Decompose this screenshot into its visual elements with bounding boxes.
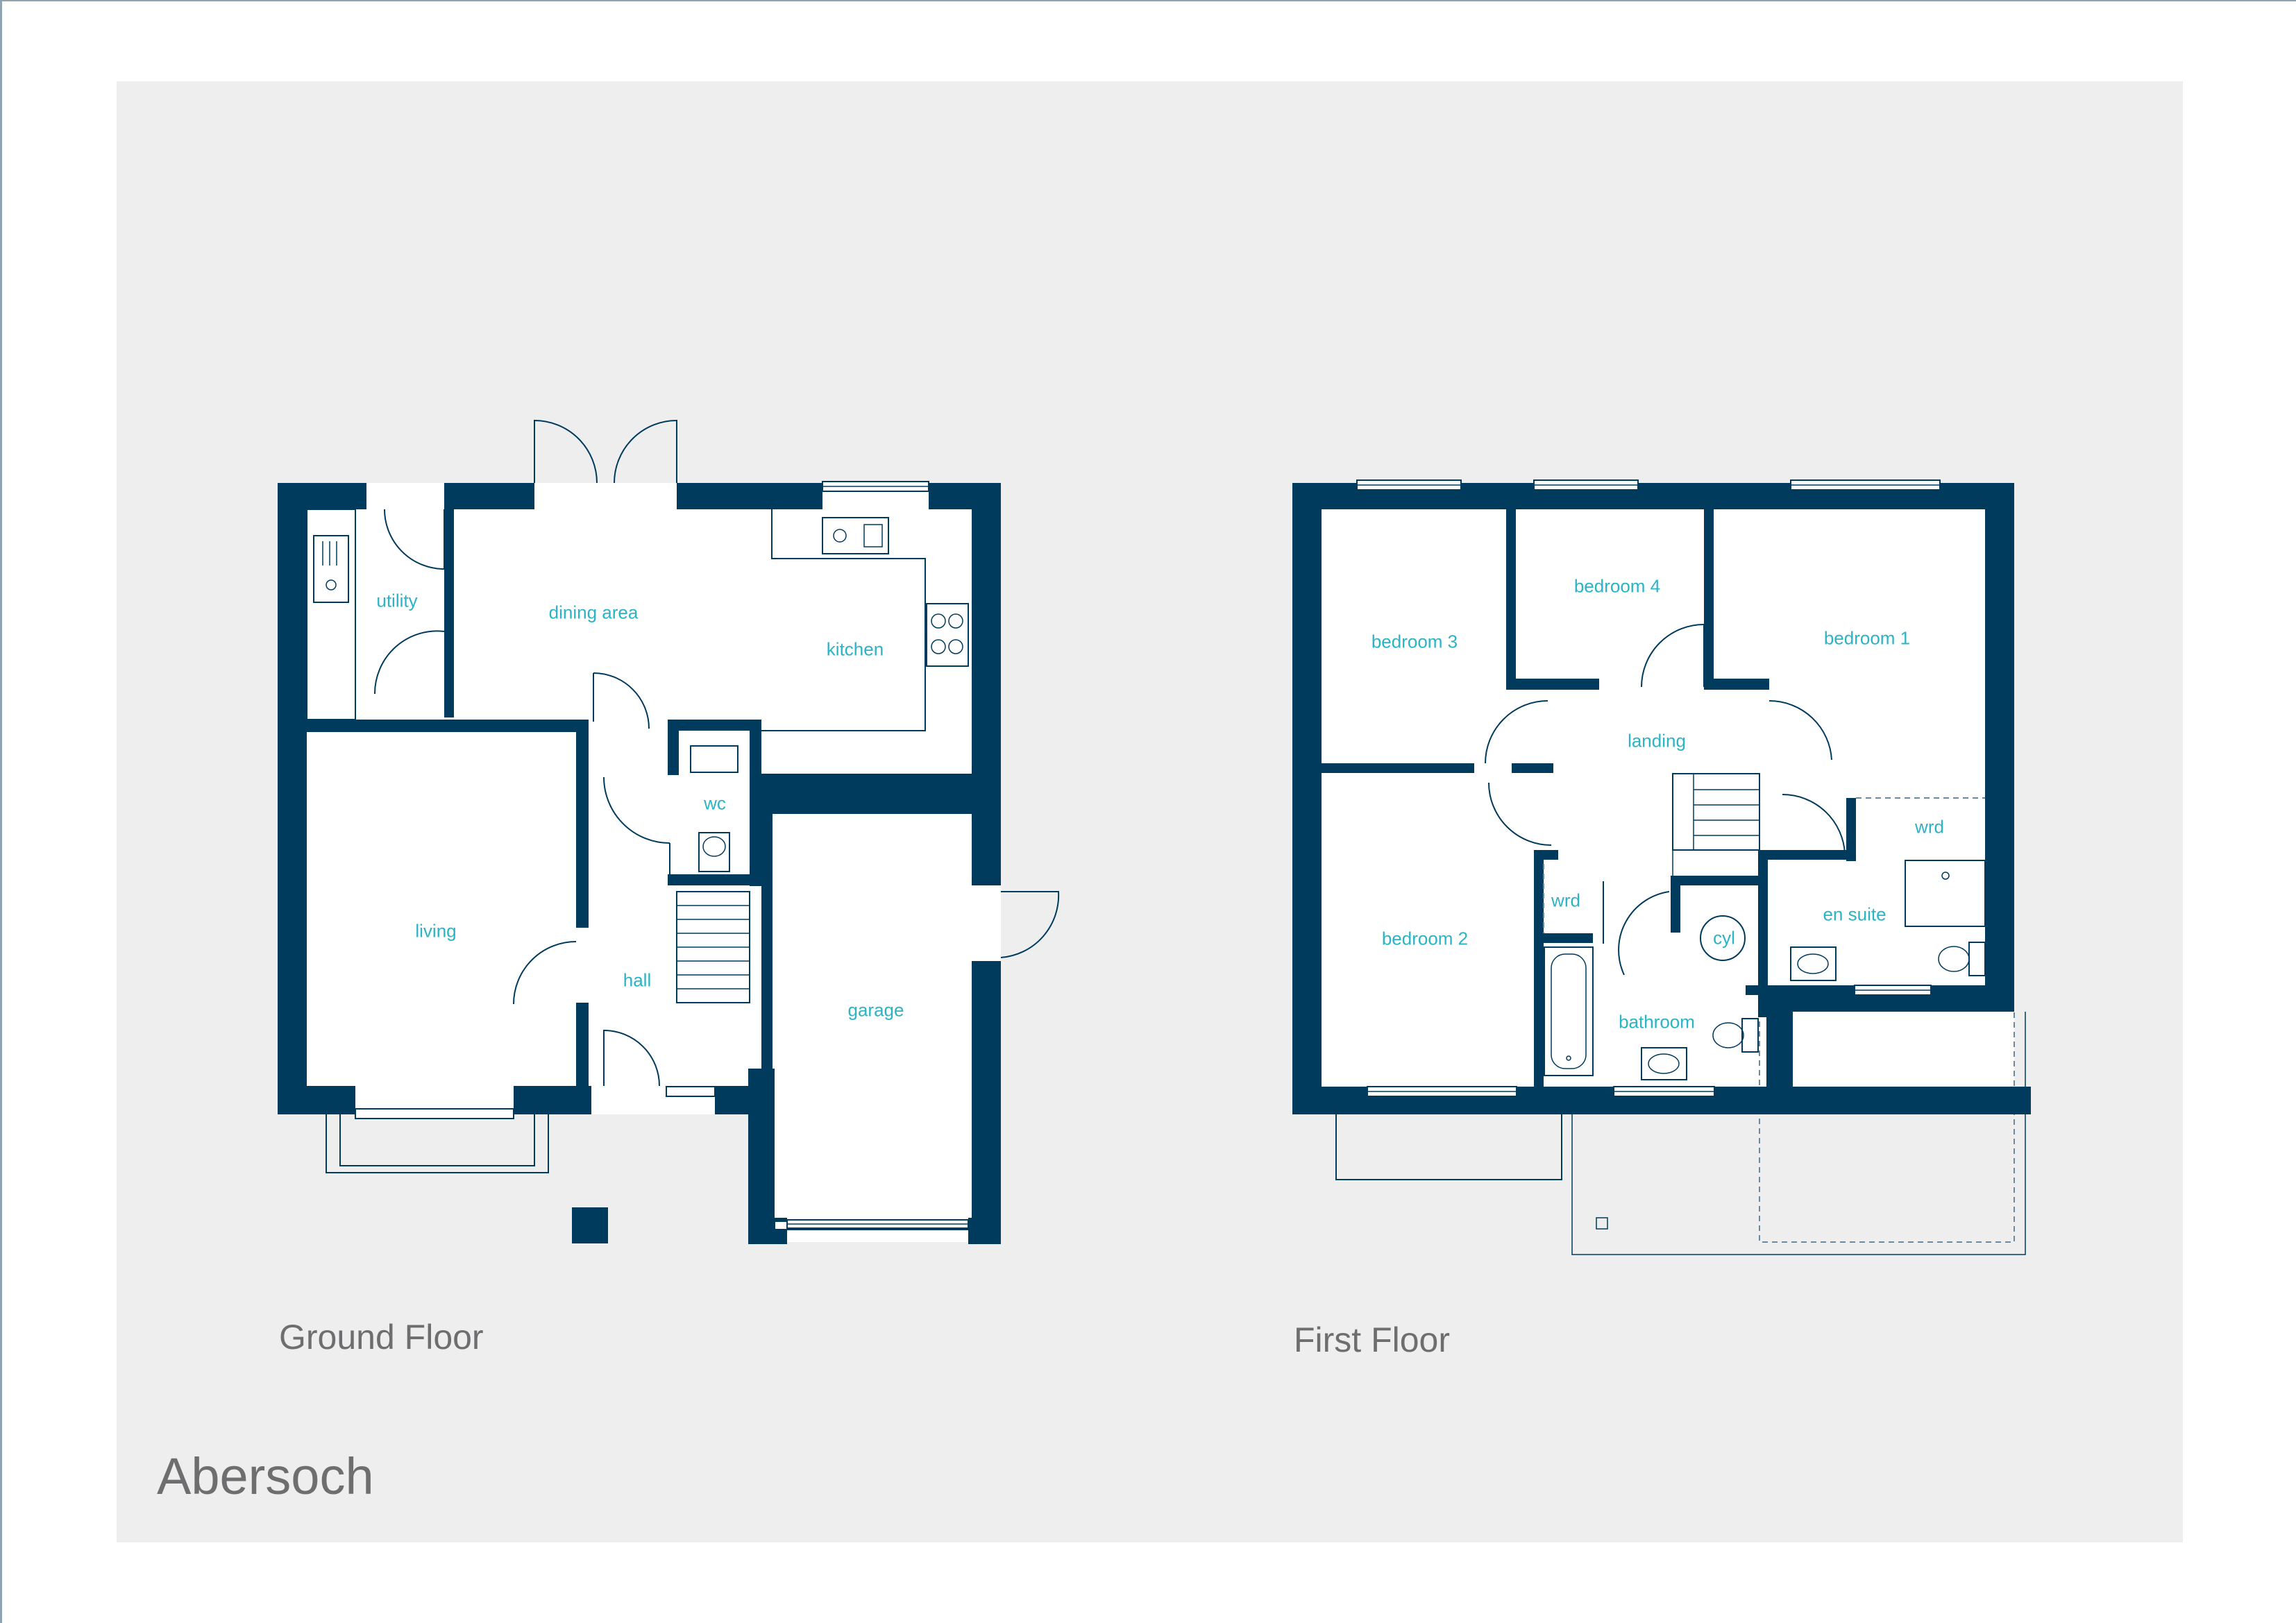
gf-wall-left (278, 483, 307, 1114)
ff-wall-right (1985, 483, 2014, 986)
house-name: Abersoch (157, 1447, 374, 1505)
porch-post (572, 1207, 608, 1243)
room-label-living: living (415, 920, 457, 942)
room-label-bedroom-2: bedroom 2 (1381, 928, 1469, 949)
ground-floor-plan (278, 419, 1060, 1244)
room-label-en-suite: en suite (1823, 903, 1886, 925)
ff-wall-left (1292, 483, 1322, 1114)
gf-wall-right (972, 483, 1001, 885)
room-label-utility: utility (376, 590, 418, 611)
room-label-wc: wc (704, 792, 726, 814)
first-floor-title: First Floor (1294, 1320, 1450, 1359)
room-label-garage: garage (847, 999, 904, 1021)
ground-floor-title: Ground Floor (279, 1318, 484, 1357)
room-label-bedroom-1: bedroom 1 (1823, 627, 1911, 649)
room-label-cyl: cyl (1713, 927, 1735, 949)
room-label-bedroom-4: bedroom 4 (1573, 575, 1661, 597)
room-label-wrd-bedroom-1: wrd (1915, 816, 1944, 838)
room-label-kitchen: kitchen (826, 638, 884, 660)
room-label-dining-area: dining area (548, 602, 639, 623)
room-label-wrd-bedroom-2: wrd (1551, 890, 1580, 911)
first-floor-plan (1292, 479, 2031, 1255)
room-label-bathroom: bathroom (1619, 1011, 1695, 1033)
room-label-bedroom-3: bedroom 3 (1371, 631, 1458, 652)
page-edge-left (0, 0, 2, 1623)
page-edge-top (0, 0, 2296, 1)
room-label-hall: hall (623, 969, 652, 991)
gf-wall-top-left (278, 483, 366, 509)
room-label-landing: landing (1628, 730, 1686, 751)
